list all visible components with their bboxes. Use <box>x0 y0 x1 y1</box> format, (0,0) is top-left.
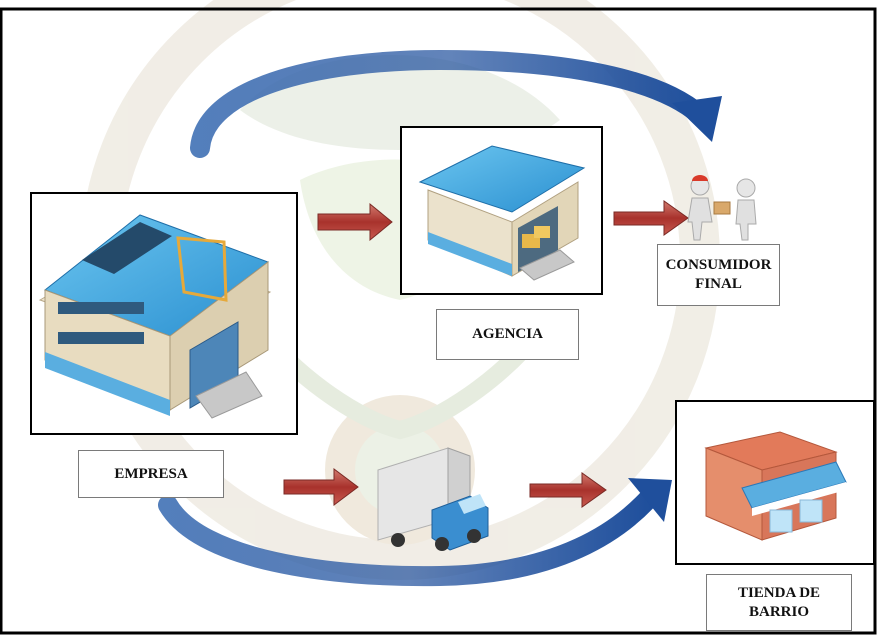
arrow-agencia-to-consumidor <box>613 200 689 236</box>
label-tienda-de-barrio: TIENDA DE BARRIO <box>706 574 852 631</box>
label-consumidor-final: CONSUMIDOR FINAL <box>657 244 780 306</box>
label-empresa-text: EMPRESA <box>114 465 188 482</box>
arrow-truck-to-tienda <box>529 472 607 508</box>
label-consumidor-line1: CONSUMIDOR <box>665 257 772 273</box>
label-tienda-line2: BARRIO <box>748 603 809 620</box>
store-icon <box>704 431 847 541</box>
warehouse-icon <box>38 214 272 419</box>
label-tienda-line1: TIENDA DE <box>737 584 821 601</box>
arrow-empresa-to-truck <box>283 468 359 506</box>
top-curve-arrow <box>190 49 722 158</box>
bottom-curve-arrow <box>158 478 672 587</box>
label-consumidor-line2: FINAL <box>695 276 742 292</box>
label-agencia-text: AGENCIA <box>472 326 543 342</box>
label-agencia: AGENCIA <box>436 309 579 360</box>
label-empresa: EMPRESA <box>78 450 224 498</box>
agency-building-icon <box>418 145 586 281</box>
truck-icon <box>377 447 489 551</box>
arrow-empresa-to-agencia <box>317 202 393 242</box>
delivery-people-icon <box>687 175 757 241</box>
outer-frame <box>0 7 877 635</box>
